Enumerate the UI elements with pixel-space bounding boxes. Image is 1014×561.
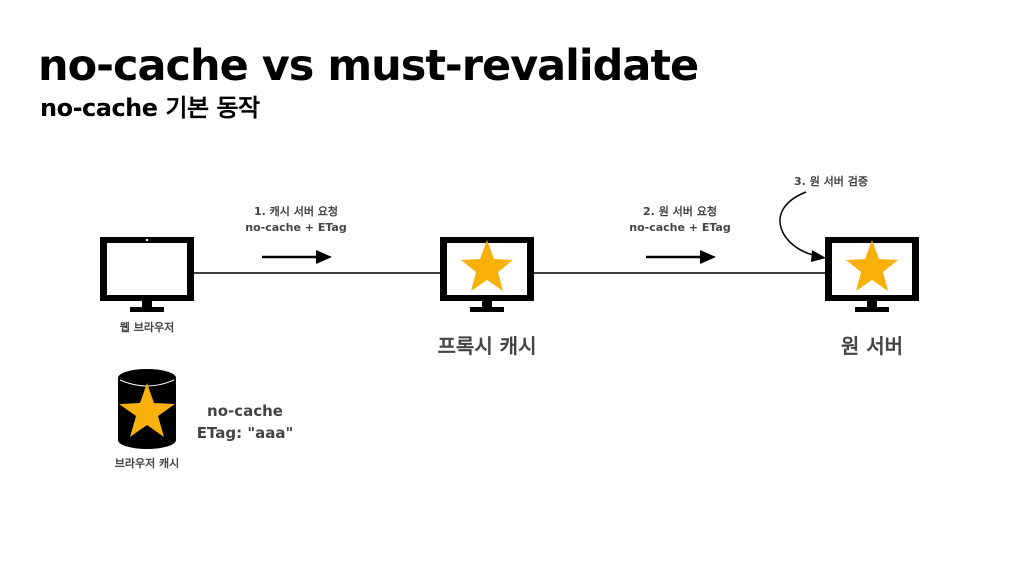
proxy-label: 프록시 캐시: [437, 334, 537, 358]
step-1-line1: 1. 캐시 서버 요청: [253, 205, 339, 218]
origin-star-icon: [846, 240, 898, 291]
browser-label: 웹 브라우저: [119, 321, 175, 334]
page-subtitle: no-cache 기본 동작: [40, 94, 260, 122]
browser-monitor-icon: [100, 237, 194, 312]
origin-label: 원 서버: [840, 334, 904, 358]
step-3-label: 3. 원 서버 검증: [776, 174, 886, 190]
step-1-arrow: [262, 250, 332, 264]
step-2-arrow: [646, 250, 716, 264]
cache-info-line-1: no-cache: [207, 402, 283, 420]
browser-cache-info: no-cache ETag: "aaa": [190, 400, 300, 444]
browser-cache-database-icon: [118, 369, 176, 449]
step-2-label: 2. 원 서버 요청 no-cache + ETag: [620, 204, 740, 236]
step-1-label: 1. 캐시 서버 요청 no-cache + ETag: [236, 204, 356, 236]
browser-cache-star-icon: [119, 383, 175, 437]
cache-info-line-2: ETag: "aaa": [196, 424, 294, 442]
proxy-monitor-icon: [440, 237, 534, 312]
step-1-line2: no-cache + ETag: [245, 221, 347, 234]
browser-cache-label: 브라우저 캐시: [114, 457, 180, 470]
proxy-star-icon: [461, 240, 513, 291]
step-3-line1: 3. 원 서버 검증: [794, 175, 868, 188]
step-2-line1: 2. 원 서버 요청: [643, 205, 717, 218]
step-3-arrow: [779, 191, 826, 262]
page-title: no-cache vs must-revalidate: [38, 41, 699, 91]
step-2-line2: no-cache + ETag: [629, 221, 731, 234]
origin-monitor-icon: [825, 237, 919, 312]
